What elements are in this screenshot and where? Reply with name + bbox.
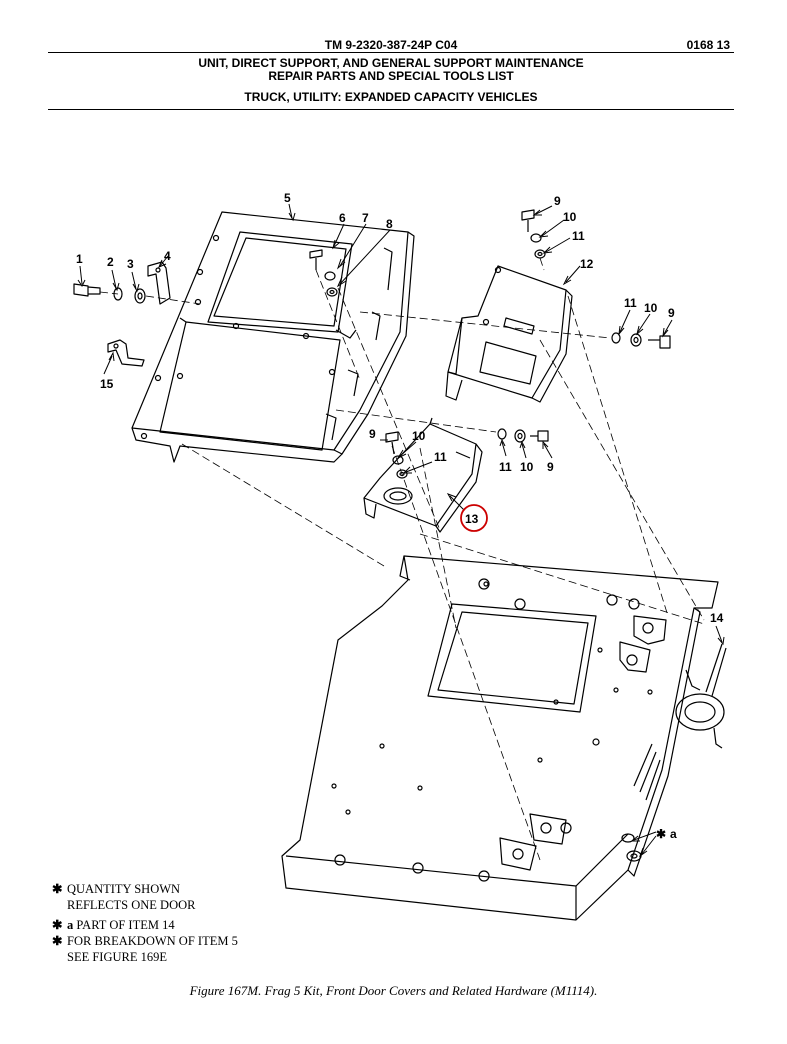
callout-labels: 1 2 3 4 5 6 7 8 9 10 11 12 11 10 9 9 10 … (76, 191, 724, 841)
callout-2: 2 (107, 255, 114, 269)
callout-14: 14 (710, 611, 724, 625)
hardware-a (621, 833, 642, 862)
header-top-row: TM 9-2320-387-24P C04 0168 13 (48, 38, 734, 54)
callout-10-lower: 10 (520, 460, 534, 474)
star-icon: ✱ (52, 882, 63, 896)
star-icon: ✱ (52, 934, 63, 948)
note-part-of: ✱ a PART OF ITEM 14 (52, 917, 238, 933)
title-line-2: REPAIR PARTS AND SPECIAL TOOLS LIST (268, 69, 514, 83)
callout-10-upper: 10 (563, 210, 577, 224)
alignment-lines (99, 257, 705, 861)
star-icon: ✱ (52, 918, 63, 932)
header-title: UNIT, DIRECT SUPPORT, AND GENERAL SUPPOR… (48, 57, 734, 83)
highlight-circle-item-13 (460, 504, 488, 532)
note-quantity-line1: QUANTITY SHOWN (67, 882, 181, 896)
header-subtitle: TRUCK, UTILITY: EXPANDED CAPACITY VEHICL… (244, 90, 538, 104)
note-quantity-line2: REFLECTS ONE DOOR (67, 898, 196, 912)
leader-lines (77, 203, 725, 858)
screw-washers-center-right (497, 428, 549, 443)
callout-5: 5 (284, 191, 291, 205)
bracket-item-15 (107, 339, 145, 367)
callout-a-star: ✱ (656, 827, 666, 841)
callout-9-right: 9 (668, 306, 675, 320)
callout-9-upper: 9 (554, 194, 561, 208)
callout-3: 3 (127, 257, 134, 271)
callout-11-lower: 11 (499, 460, 512, 474)
callout-11-upper: 11 (572, 229, 585, 243)
callout-1: 1 (76, 252, 83, 266)
header-rule-top (48, 52, 734, 53)
callout-15: 15 (100, 377, 114, 391)
figure-caption: Figure 167M. Frag 5 Kit, Front Door Cove… (189, 983, 598, 998)
callout-9-center: 9 (369, 427, 376, 441)
header-rule-bottom (48, 109, 734, 110)
page-number: 0168 13 (686, 38, 730, 52)
screw-washers-right (611, 332, 671, 349)
latch-handle-item-14 (675, 643, 727, 749)
callout-6: 6 (339, 211, 346, 225)
callout-4: 4 (164, 249, 171, 263)
note-breakdown-line2: SEE FIGURE 169E (67, 950, 167, 964)
callout-10-center: 10 (412, 429, 426, 443)
callout-12: 12 (580, 257, 594, 271)
mounting-plate (281, 555, 719, 921)
callout-11-right: 11 (624, 296, 637, 310)
note-breakdown-line1: FOR BREAKDOWN OF ITEM 5 (67, 934, 238, 948)
note-breakdown: ✱ FOR BREAKDOWN OF ITEM 5 SEE FIGURE 169… (52, 933, 238, 965)
callout-a: a (670, 827, 677, 841)
screw-washers-items-6-8 (309, 249, 338, 297)
hinge-cover-item-12 (445, 265, 573, 403)
screw-washers-upper (521, 209, 546, 259)
diagram-notes: ✱ QUANTITY SHOWN REFLECTS ONE DOOR ✱ a P… (52, 881, 238, 965)
door-panel-item-5 (131, 211, 415, 463)
note-quantity: ✱ QUANTITY SHOWN REFLECTS ONE DOOR (52, 881, 238, 913)
title-line-1: UNIT, DIRECT SUPPORT, AND GENERAL SUPPOR… (198, 56, 584, 70)
callout-7: 7 (362, 211, 369, 225)
callout-10-right: 10 (644, 301, 658, 315)
callout-11-center: 11 (434, 450, 447, 464)
callout-8: 8 (386, 217, 393, 231)
callout-9-lower: 9 (547, 460, 554, 474)
callout-13: 13 (465, 512, 479, 526)
note-part-of-prefix: a (67, 918, 74, 932)
tm-number: TM 9-2320-387-24P C04 (324, 38, 458, 52)
note-part-of-text: PART OF ITEM 14 (76, 918, 175, 932)
